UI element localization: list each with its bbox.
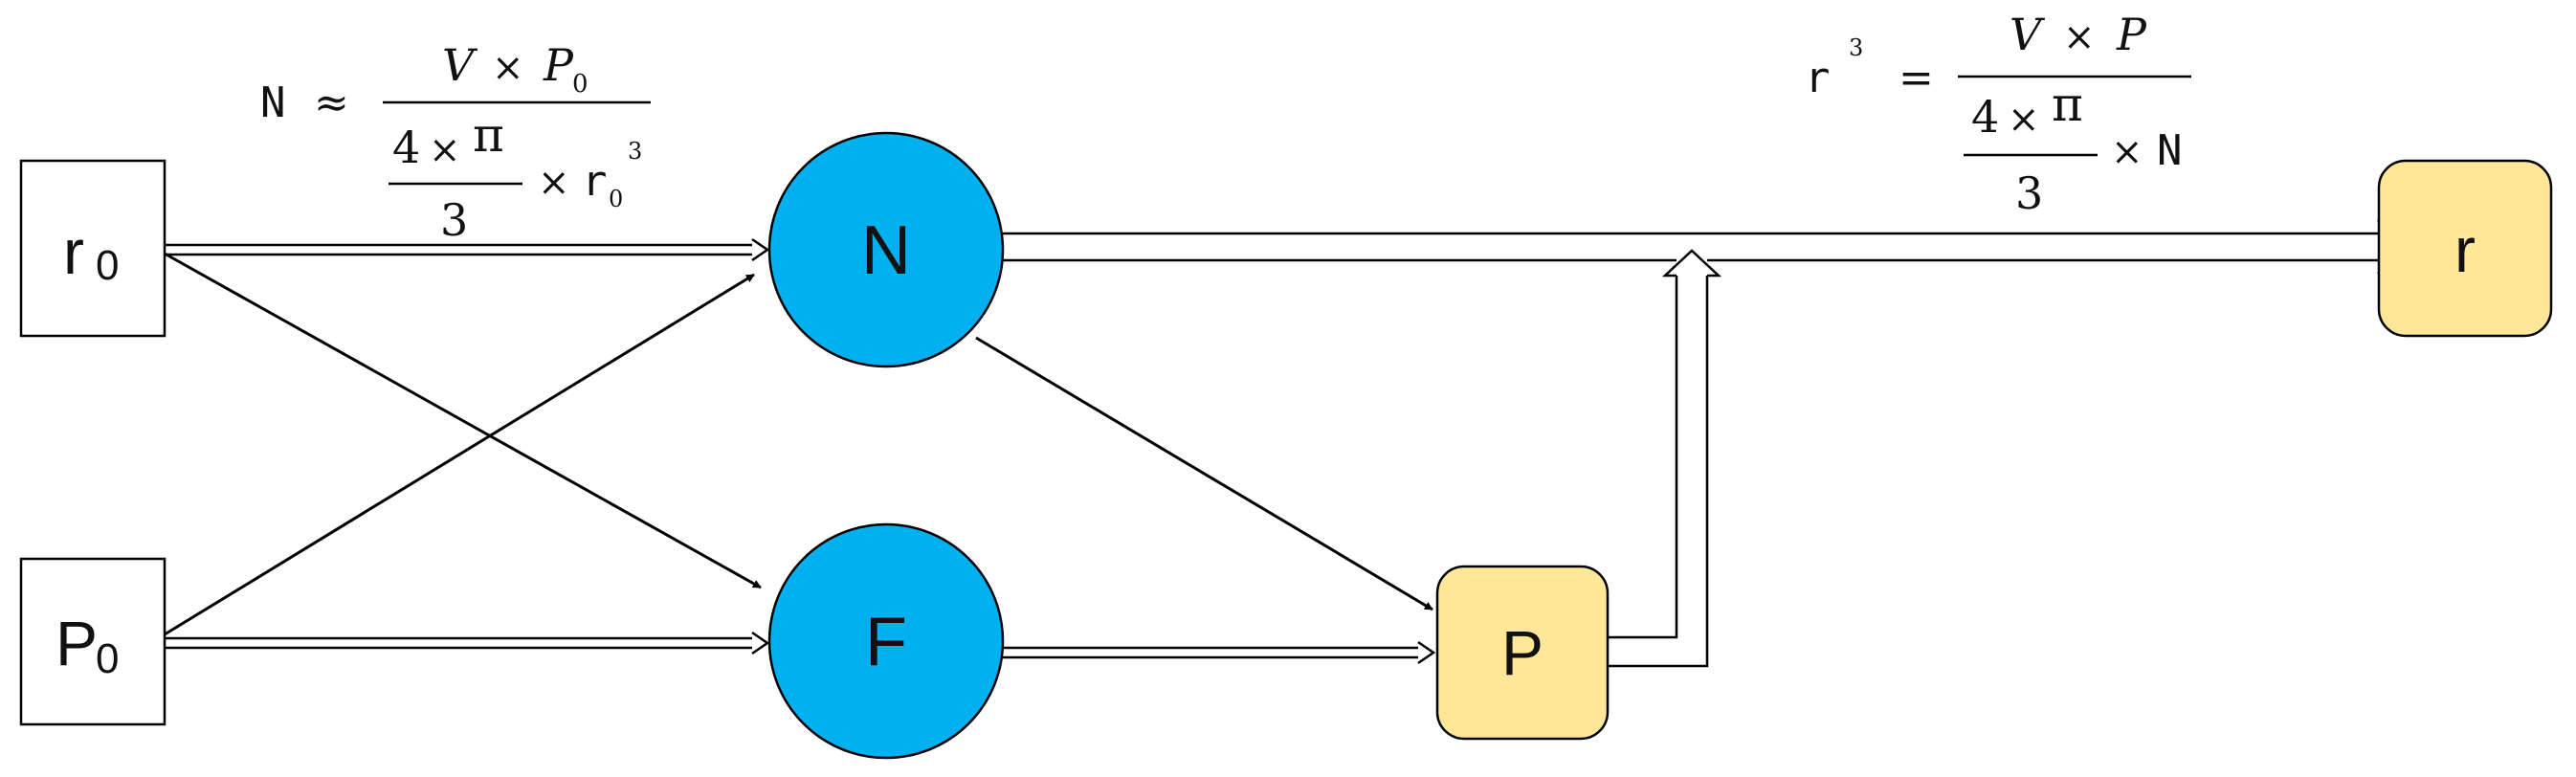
- edge-n-to-p: [975, 336, 1433, 611]
- formula-n-num-p: P: [543, 39, 574, 91]
- formula-r-equals: =: [1899, 54, 1934, 102]
- formula-n-den-r-superscript: 3: [628, 138, 642, 165]
- node-f[interactable]: F: [767, 522, 1005, 760]
- thin-arrows: [164, 252, 1433, 636]
- formula-n-lhs: N: [260, 78, 286, 127]
- formula-n-num-v: V: [442, 39, 478, 91]
- formula-n-den-4: 4: [392, 122, 420, 173]
- formula-r-lhs-superscript: 3: [1849, 34, 1863, 61]
- formula-r-num-p: P: [2116, 9, 2147, 60]
- node-p0[interactable]: P 0: [19, 557, 167, 726]
- formula-n-approx: ≈: [314, 78, 349, 127]
- formula-r-den-times-2: ×: [2111, 130, 2143, 174]
- node-r0-subscript: 0: [96, 242, 119, 289]
- node-r-label: r: [2454, 214, 2476, 285]
- double-arrows: [165, 219, 2404, 668]
- edge-r0-to-f: [164, 252, 762, 589]
- formula-r-den-pi: π: [2052, 77, 2083, 132]
- formula-n-den-3: 3: [440, 194, 468, 246]
- edge-p-to-merge: [1608, 249, 1722, 668]
- edge-p0-to-f: [165, 631, 770, 655]
- node-n-label: N: [861, 212, 911, 289]
- edge-f-to-p: [1003, 640, 1436, 665]
- formula-r-den-n: N: [2157, 126, 2183, 175]
- formula-r: r 3 = V × P 4 × π 3 × N: [1805, 9, 2191, 219]
- formula-r-num-v: V: [2010, 9, 2046, 60]
- node-r0-label: r: [63, 216, 84, 287]
- formula-n-den-r: r: [582, 157, 608, 206]
- formula-n-den-times: ×: [429, 128, 461, 172]
- formula-n-den-pi: π: [473, 107, 504, 163]
- edge-n-to-r: [1003, 219, 2404, 275]
- node-n[interactable]: N: [767, 131, 1005, 368]
- node-p[interactable]: P: [1435, 565, 1610, 741]
- formula-n-den-times-2: ×: [538, 161, 570, 205]
- edge-p0-to-n: [164, 273, 755, 636]
- node-p0-subscript: 0: [96, 635, 119, 682]
- formula-n-num-p-subscript: 0: [572, 70, 588, 99]
- node-p-label: P: [1501, 617, 1543, 688]
- node-p0-label: P: [56, 608, 98, 678]
- formula-n: N ≈ V × P 0 4 × π 3 × r 0 3: [260, 39, 651, 246]
- formula-n-num-times: ×: [492, 46, 524, 90]
- formula-r-lhs: r: [1805, 54, 1831, 102]
- formula-r-den-times: ×: [2008, 98, 2040, 142]
- edge-r0-to-n: [165, 237, 770, 262]
- node-r0[interactable]: r 0: [19, 159, 167, 338]
- node-r[interactable]: r: [2377, 159, 2553, 338]
- formula-r-den-4: 4: [1971, 91, 1999, 143]
- formula-r-num-times: ×: [2063, 15, 2096, 59]
- formula-r-den-3: 3: [2015, 167, 2043, 219]
- formula-n-den-r-subscript: 0: [609, 186, 623, 212]
- node-f-label: F: [865, 604, 907, 680]
